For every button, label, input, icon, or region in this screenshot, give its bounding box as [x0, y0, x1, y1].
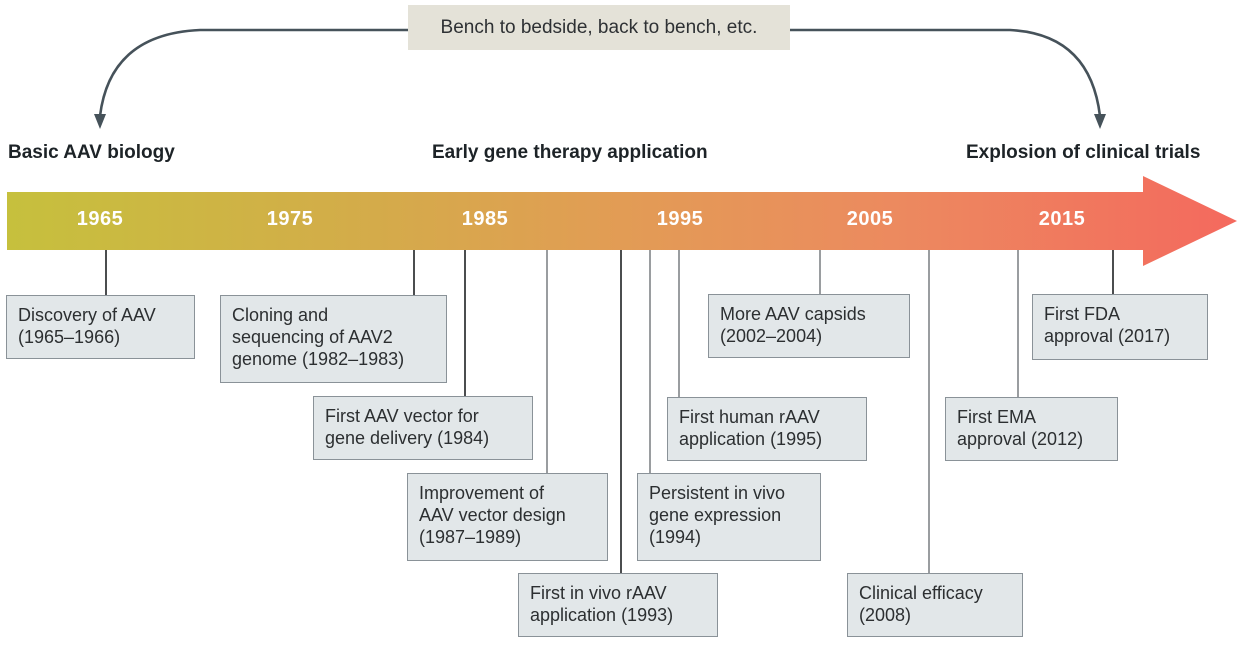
- connector-first-human-raav: [678, 250, 680, 397]
- event-box-cloning-sequencing-aav2: Cloning and sequencing of AAV2 genome (1…: [220, 295, 447, 383]
- event-box-first-human-raav: First human rAAV application (1995): [667, 397, 867, 461]
- event-box-more-aav-capsids: More AAV capsids (2002–2004): [708, 294, 910, 358]
- connector-first-ema-approval: [1017, 250, 1019, 397]
- event-box-first-ema-approval: First EMA approval (2012): [945, 397, 1118, 461]
- event-text: First FDA: [1044, 304, 1120, 324]
- connector-more-aav-capsids: [819, 250, 821, 295]
- timeline-year-1975: 1975: [266, 208, 314, 230]
- timeline-year-2005: 2005: [846, 208, 894, 230]
- event-box-first-in-vivo-raav: First in vivo rAAV application (1993): [518, 573, 718, 637]
- feedback-arrowhead-left-icon: [94, 114, 106, 129]
- connector-first-aav-vector: [464, 250, 466, 396]
- event-box-clinical-efficacy: Clinical efficacy (2008): [847, 573, 1023, 637]
- event-box-first-fda-approval: First FDA approval (2017): [1032, 294, 1208, 360]
- event-text: sequencing of AAV2: [232, 327, 393, 347]
- event-box-first-aav-vector: First AAV vector for gene delivery (1984…: [313, 396, 533, 460]
- event-text: Cloning and: [232, 305, 329, 325]
- connector-first-fda-approval: [1112, 250, 1114, 294]
- connector-clinical-efficacy: [928, 250, 930, 573]
- feedback-banner: Bench to bedside, back to bench, etc.: [408, 5, 790, 50]
- event-text: Persistent in vivo: [649, 483, 786, 503]
- event-text: First in vivo rAAV: [530, 583, 667, 603]
- event-text: (1994): [649, 527, 702, 547]
- connector-persistent-expression: [649, 250, 651, 473]
- timeline-year-1965: 1965: [76, 208, 124, 230]
- timeline-year-1995: 1995: [656, 208, 704, 230]
- event-text: application (1995): [679, 429, 823, 449]
- event-text: approval (2012): [957, 429, 1084, 449]
- event-box-improvement-vector-design: Improvement of AAV vector design (1987–1…: [407, 473, 608, 561]
- event-text: First AAV vector for: [325, 406, 479, 426]
- event-text: Clinical efficacy: [859, 583, 983, 603]
- timeline-year-1985: 1985: [461, 208, 509, 230]
- event-text: First human rAAV: [679, 407, 820, 427]
- event-box-discovery-of-aav: Discovery of AAV (1965–1966): [6, 295, 195, 359]
- section-header-explosion-of-trials: Explosion of clinical trials: [966, 142, 1201, 163]
- connector-discovery-of-aav: [105, 250, 107, 295]
- connector-cloning-sequencing: [413, 250, 415, 295]
- event-box-persistent-expression: Persistent in vivo gene expression (1994…: [637, 473, 821, 561]
- connector-improvement-design: [546, 250, 548, 473]
- event-text: gene delivery (1984): [325, 428, 490, 448]
- event-text: genome (1982–1983): [232, 349, 405, 369]
- connector-first-in-vivo-raav: [620, 250, 622, 573]
- feedback-banner-label: Bench to bedside, back to bench, etc.: [440, 16, 758, 38]
- event-text: (2002–2004): [720, 326, 823, 346]
- event-text: (1987–1989): [419, 527, 522, 547]
- event-text: (1965–1966): [18, 327, 121, 347]
- event-text: (2008): [859, 605, 912, 625]
- feedback-arrowhead-right-icon: [1094, 114, 1106, 129]
- event-text: application (1993): [530, 605, 674, 625]
- section-header-basic-aav-biology: Basic AAV biology: [8, 142, 175, 163]
- event-text: First EMA: [957, 407, 1036, 427]
- event-text: Discovery of AAV: [18, 305, 156, 325]
- event-text: gene expression: [649, 505, 782, 525]
- event-text: Improvement of: [419, 483, 545, 503]
- section-header-early-gene-therapy: Early gene therapy application: [432, 142, 708, 163]
- timeline-gradient-arrow: [7, 176, 1237, 266]
- event-text: More AAV capsids: [720, 304, 866, 324]
- timeline-year-2015: 2015: [1038, 208, 1086, 230]
- event-text: AAV vector design: [419, 505, 566, 525]
- event-text: approval (2017): [1044, 326, 1171, 346]
